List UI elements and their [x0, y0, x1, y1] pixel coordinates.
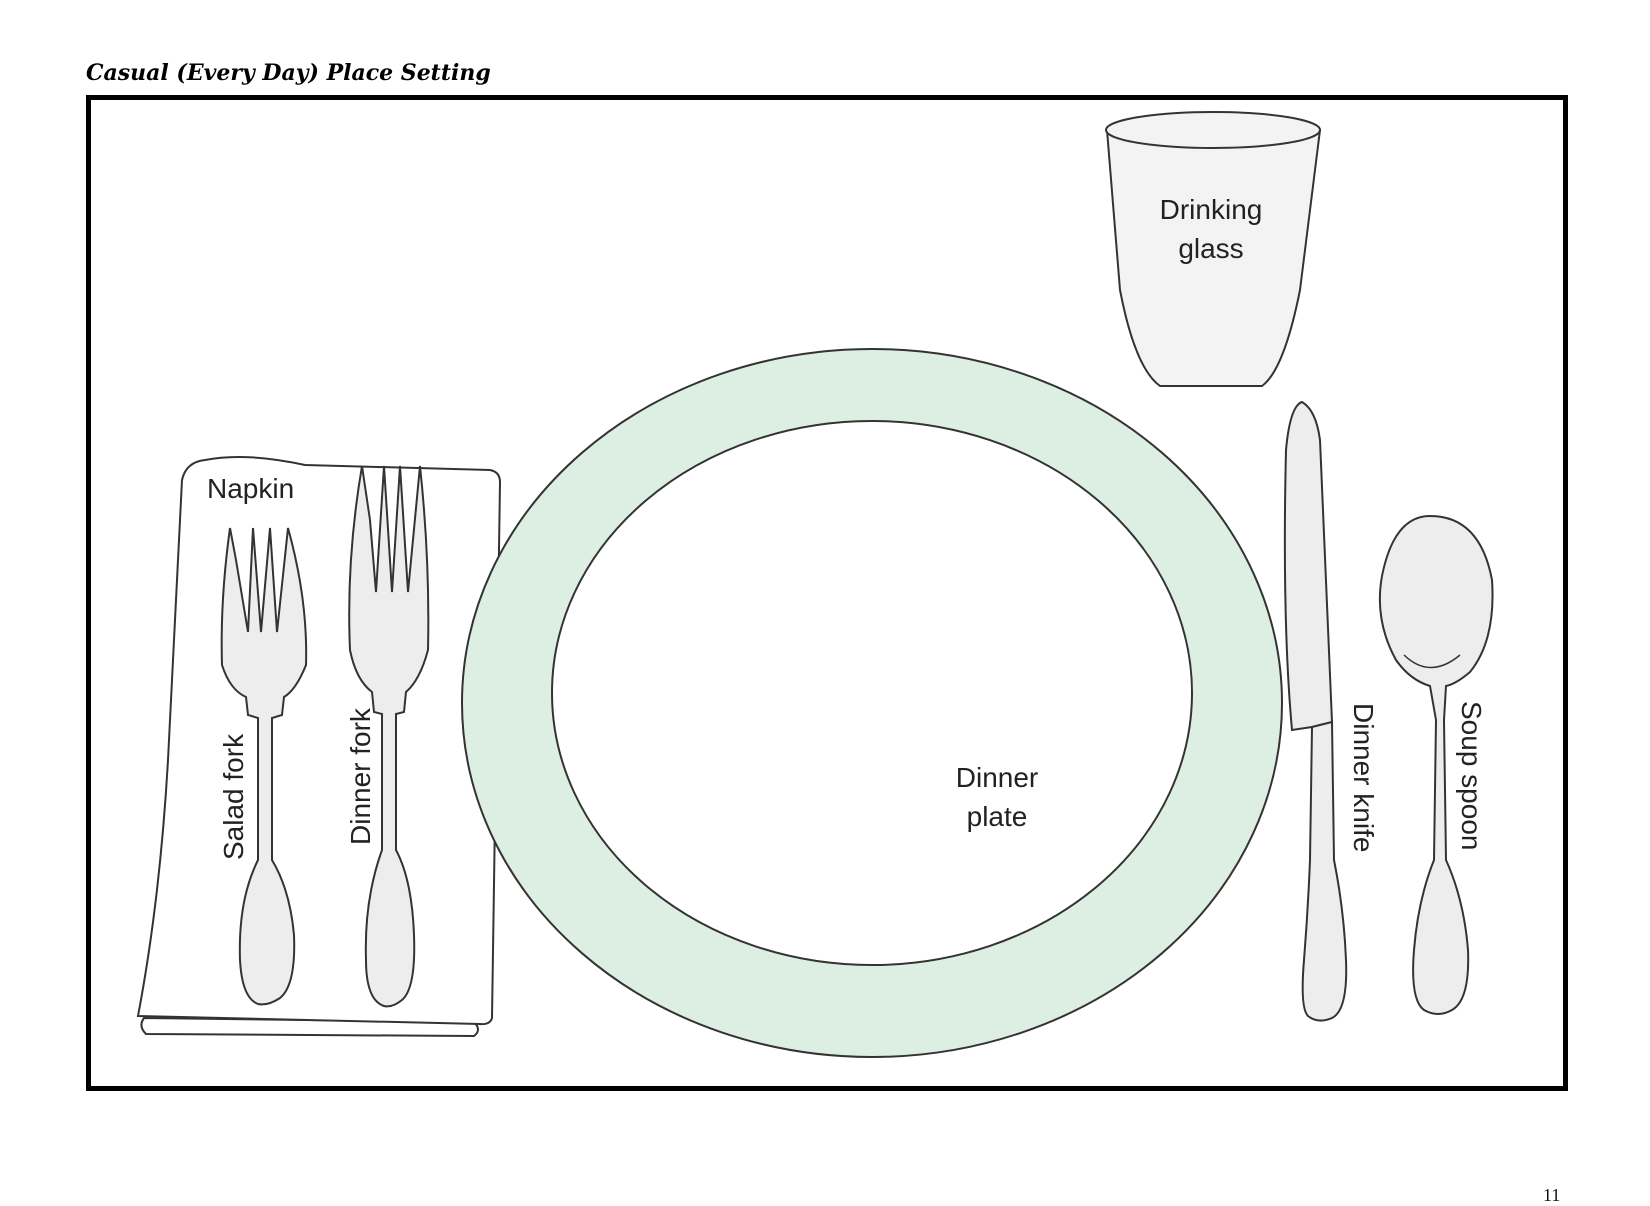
dinner-knife: Dinner knife — [1283, 400, 1379, 1022]
dinner-plate-label-line1: Dinner — [956, 762, 1038, 793]
dinner-plate-center — [551, 420, 1193, 966]
dinner-plate: Dinner plate — [461, 348, 1283, 1058]
page-number: 11 — [1543, 1185, 1561, 1205]
napkin: Napkin — [136, 455, 502, 1038]
salad-fork-label: Salad fork — [218, 733, 249, 860]
dinner-fork: Dinner fork — [345, 465, 430, 1008]
napkin-body — [136, 455, 502, 1026]
dinner-knife-label: Dinner knife — [1348, 703, 1379, 852]
drinking-glass: Drinking glass — [1105, 111, 1322, 387]
dinner-knife-handle — [1301, 720, 1348, 1022]
salad-fork-shape — [220, 527, 308, 1006]
soup-spoon-label: Soup spoon — [1456, 701, 1487, 850]
dinner-plate-label-line2: plate — [967, 801, 1028, 832]
dinner-fork-shape — [348, 465, 430, 1008]
soup-spoon: Soup spoon — [1378, 514, 1494, 1015]
salad-fork: Salad fork — [218, 527, 308, 1006]
dinner-fork-label: Dinner fork — [345, 707, 376, 845]
drinking-glass-label-line1: Drinking — [1160, 194, 1263, 225]
dinner-knife-blade — [1283, 400, 1334, 732]
soup-spoon-shape — [1378, 514, 1494, 1015]
page-title: Casual (Every Day) Place Setting — [86, 60, 491, 86]
diagram-frame — [86, 95, 1568, 1091]
drinking-glass-rim — [1105, 111, 1321, 149]
drinking-glass-label-line2: glass — [1178, 233, 1243, 264]
drinking-glass-body — [1105, 129, 1322, 387]
napkin-label: Napkin — [207, 473, 294, 504]
soup-spoon-bowl-crease — [1403, 654, 1461, 669]
